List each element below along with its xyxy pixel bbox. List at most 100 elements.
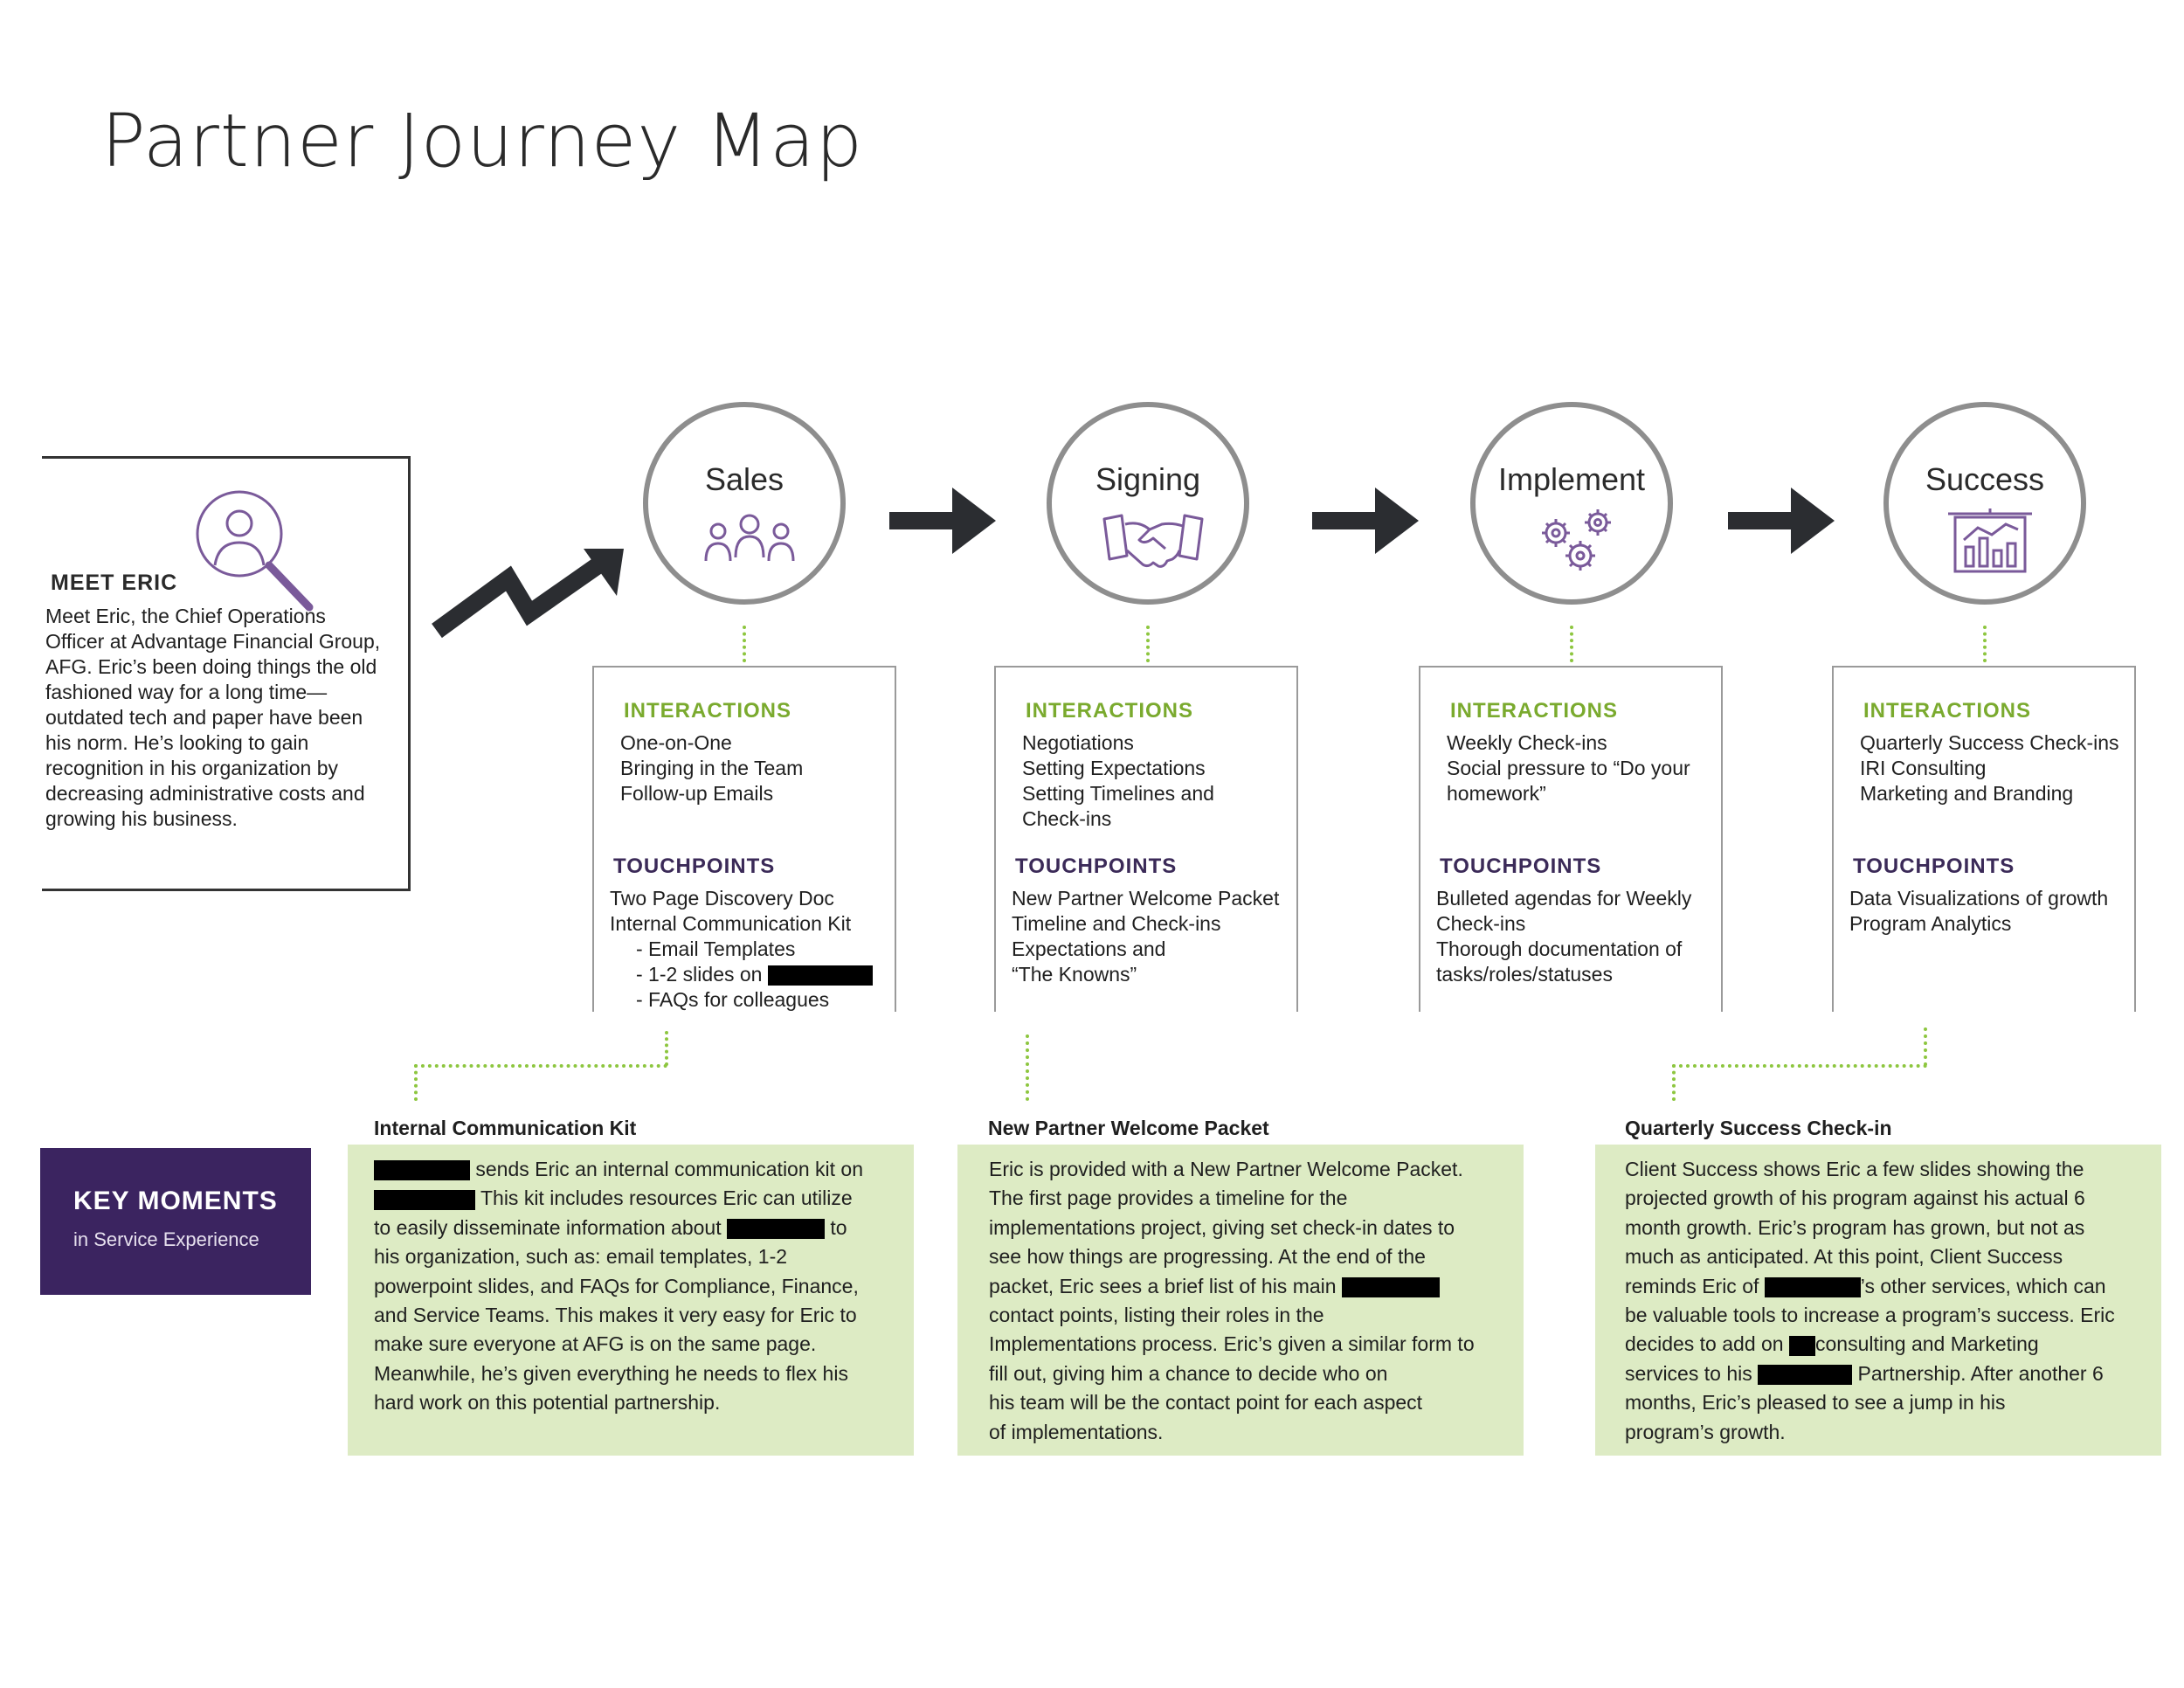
text-line: make sure everyone at AFG is on the same… [374, 1332, 817, 1356]
list-item: Check-ins [1022, 807, 1112, 830]
touchpoints-heading: TOUCHPOINTS [1853, 854, 2015, 878]
interactions-list: One-on-One Bringing in the Team Follow-u… [620, 730, 882, 806]
list-item: Quarterly Success Check-ins [1860, 731, 2119, 754]
persona-heading: MEET ERIC [51, 571, 178, 595]
stage-implement-circle: Implement [1470, 402, 1673, 605]
key-moment-box: Client Success shows Eric a few slides s… [1595, 1145, 2161, 1456]
touchpoints-heading: TOUCHPOINTS [613, 854, 776, 878]
zigzag-arrow-icon [432, 549, 624, 639]
list-item: Follow-up Emails [620, 782, 774, 805]
dotted-connector [414, 1064, 418, 1101]
interactions-heading: INTERACTIONS [1026, 699, 1193, 723]
list-item: IRI Consulting [1860, 757, 1987, 779]
text-line: Meanwhile, he’s given everything he need… [374, 1361, 848, 1385]
redaction-bar [727, 1219, 825, 1240]
key-moments-subtitle: in Service Experience [73, 1228, 259, 1250]
redaction-bar [767, 965, 873, 986]
dotted-connector [1983, 626, 1987, 662]
dotted-connector [743, 626, 746, 662]
dotted-connector [1672, 1064, 1927, 1068]
list-item: Setting Expectations [1022, 757, 1206, 779]
list-item: Timeline and Check-ins [1012, 912, 1221, 935]
dotted-connector [1570, 626, 1573, 662]
text-line: his organization, such as: email templat… [374, 1245, 788, 1269]
interactions-list: Negotiations Setting Expectations Settin… [1022, 730, 1284, 832]
interactions-heading: INTERACTIONS [624, 699, 791, 723]
list-item: Expectations and [1012, 937, 1166, 960]
text-line: powerpoint slides, and FAQs for Complian… [374, 1274, 859, 1297]
key-moment-text: sends Eric an internal communication kit… [374, 1155, 898, 1418]
stage-signing-box: INTERACTIONS Negotiations Setting Expect… [994, 666, 1298, 1012]
key-moment-text: Client Success shows Eric a few slides s… [1625, 1155, 2149, 1447]
key-moments-title: KEY MOMENTS [73, 1186, 278, 1215]
text-line: This kit includes resources Eric can uti… [374, 1184, 898, 1213]
text-line: decides to add on consulting and Marketi… [1625, 1330, 2149, 1359]
stage-name: Implement [1497, 461, 1646, 497]
text-line: his team will be the contact point for e… [989, 1391, 1423, 1415]
list-item: Bringing in the Team [620, 757, 804, 779]
text-fragment: to [825, 1215, 847, 1239]
interactions-heading: INTERACTIONS [1863, 699, 2031, 723]
list-item: homework” [1447, 782, 1546, 805]
touchpoints-heading: TOUCHPOINTS [1440, 854, 1602, 878]
list-item: Thorough documentation of [1436, 937, 1683, 960]
text-line: to easily disseminate information about … [374, 1214, 898, 1242]
list-item: Two Page Discovery Doc [610, 887, 834, 910]
arrow-right-icon [1312, 488, 1419, 554]
presentation-chart-icon [1948, 508, 2032, 573]
list-item: New Partner Welcome Packet [1012, 887, 1280, 910]
list-item: Social pressure to “Do your [1447, 757, 1690, 779]
list-item: Data Visualizations of growth [1849, 887, 2109, 910]
stage-sales-box: INTERACTIONS One-on-One Bringing in the … [592, 666, 896, 1012]
touchpoints-list: Data Visualizations of growth Program An… [1849, 886, 2129, 937]
dotted-connector [414, 1064, 667, 1068]
text-line: be valuable tools to increase a program’… [1625, 1304, 2115, 1327]
stage-signing-circle: Signing [1047, 402, 1249, 605]
touchpoints-list: Two Page Discovery Doc Internal Communic… [610, 886, 889, 1013]
text-line: Client Success shows Eric a few slides s… [1625, 1158, 2084, 1180]
text-line: implementations project, giving set chec… [989, 1215, 1455, 1239]
text-fragment: packet, Eric sees a brief list of his ma… [989, 1274, 1337, 1297]
dotted-connector [1672, 1064, 1676, 1101]
page-title: Partner Journey Map [101, 98, 864, 183]
redaction-bar [1341, 1277, 1440, 1298]
text-fragment: This kit includes resources Eric can uti… [475, 1186, 853, 1210]
redaction-bar [1758, 1365, 1853, 1386]
text-line: hard work on this potential partnership. [374, 1391, 721, 1415]
stage-success-box: INTERACTIONS Quarterly Success Check-ins… [1832, 666, 2136, 1012]
list-item: One-on-One [620, 731, 732, 754]
list-item-text: - 1-2 slides on [636, 963, 763, 986]
text-line: fill out, giving him a chance to decide … [989, 1361, 1388, 1385]
text-line: Eric is provided with a New Partner Welc… [989, 1158, 1463, 1180]
text-fragment: reminds Eric of [1625, 1274, 1759, 1297]
text-line: month growth. Eric’s program has grown, … [1625, 1215, 2085, 1239]
text-line: The first page provides a timeline for t… [989, 1186, 1348, 1210]
dotted-connector [665, 1031, 668, 1066]
stage-name: Success [1925, 461, 2045, 497]
person-search-icon [196, 490, 314, 612]
text-line: sends Eric an internal communication kit… [374, 1155, 898, 1184]
list-item: tasks/roles/statuses [1436, 963, 1613, 986]
stage-sales-circle: Sales [643, 402, 846, 605]
list-item: - 1-2 slides on [610, 962, 889, 987]
gears-icon [1542, 509, 1611, 571]
stage-success-circle: Success [1883, 402, 2086, 605]
text-fragment: sends Eric an internal communication kit… [470, 1158, 863, 1180]
interactions-list: Weekly Check-ins Social pressure to “Do … [1447, 730, 1709, 806]
list-item: Negotiations [1022, 731, 1134, 754]
text-line: much as anticipated. At this point, Clie… [1625, 1245, 2063, 1269]
dotted-connector [1924, 1027, 1927, 1066]
touchpoints-heading: TOUCHPOINTS [1015, 854, 1178, 878]
text-line: reminds Eric of ’s other services, which… [1625, 1272, 2149, 1301]
list-item: Setting Timelines and [1022, 782, 1214, 805]
text-line: of implementations. [989, 1420, 1164, 1443]
key-moments-badge: KEY MOMENTS in Service Experience [40, 1148, 311, 1295]
key-moment-heading: Internal Communication Kit [374, 1117, 637, 1139]
handshake-icon [1102, 514, 1204, 568]
text-fragment: ’s other services, which can [1860, 1274, 2106, 1297]
list-item: Bulleted agendas for Weekly [1436, 887, 1692, 910]
list-item: Internal Communication Kit [610, 912, 852, 935]
redaction-bar [1764, 1277, 1861, 1298]
text-line: program’s growth. [1625, 1420, 1786, 1443]
key-moment-box: sends Eric an internal communication kit… [348, 1145, 914, 1456]
